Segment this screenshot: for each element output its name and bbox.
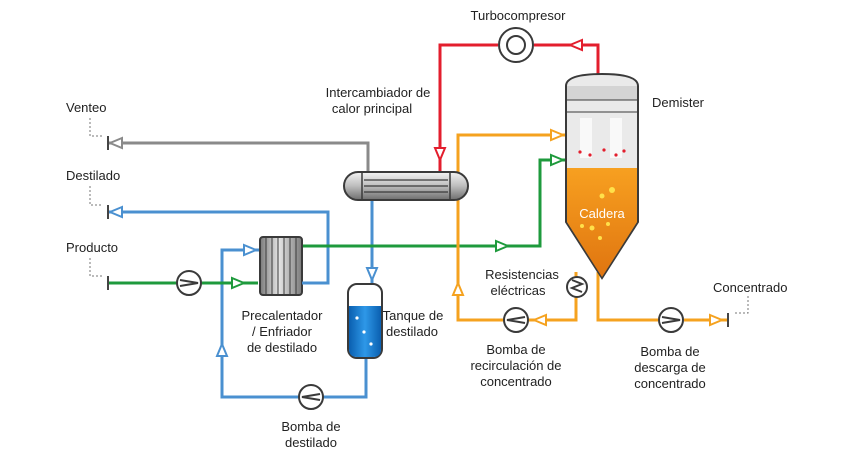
label-intercambiador-1: Intercambiador de: [326, 85, 431, 100]
pump-icon: [176, 270, 202, 296]
flow-arrow: [495, 239, 511, 253]
label-venteo: Venteo: [66, 100, 107, 115]
label-bomba-recirc-1: Bomba de: [486, 342, 545, 357]
label-bomba-recirc-2: recirculación de: [470, 358, 561, 373]
bubble: [609, 187, 615, 193]
label-bomba-dest-2: destilado: [285, 435, 337, 450]
bubble: [598, 236, 602, 240]
flow-arrow: [243, 243, 259, 257]
heater-coil-icon: [566, 276, 588, 298]
label-bomba-dest-1: Bomba de: [281, 419, 340, 434]
bubble: [606, 222, 610, 226]
concentrado-dotted-lead: [734, 296, 749, 314]
flow-arrow: [531, 313, 547, 327]
pump-icon: [298, 384, 324, 410]
evaporator-vessel-icon: [565, 72, 639, 280]
flow-arrow: [215, 341, 229, 357]
flow-arrow: [550, 128, 566, 142]
pump-icon: [658, 307, 684, 333]
droplet: [602, 148, 606, 152]
label-producto: Producto: [66, 240, 118, 255]
label-precalentador-1: Precalentador: [242, 308, 324, 323]
droplet: [578, 150, 582, 154]
distillate-pump-loop-line: [220, 248, 368, 399]
label-destilado: Destilado: [66, 168, 120, 183]
label-resistencias-2: eléctricas: [491, 283, 546, 298]
label-resistencias-1: Resistencias: [485, 267, 559, 282]
producto-dotted-lead: [89, 258, 102, 277]
droplet: [622, 149, 626, 153]
destilado-dotted-lead: [89, 186, 102, 206]
label-precalentador-2: / Enfriador: [252, 324, 313, 339]
droplet: [614, 153, 618, 157]
label-turbocompresor: Turbocompresor: [471, 8, 567, 23]
venteo-line: [108, 141, 370, 172]
pump-icon: [503, 307, 529, 333]
distillate-tank-icon: [347, 283, 383, 359]
label-demister: Demister: [652, 95, 705, 110]
flow-arrow: [567, 38, 583, 52]
vapor-line: [438, 43, 600, 175]
label-intercambiador-2: calor principal: [332, 101, 412, 116]
bubble: [599, 193, 605, 199]
droplet: [588, 153, 592, 157]
destilado-outlet-line: [108, 210, 330, 250]
precalentador-return-line: [302, 250, 330, 285]
flow-arrow: [365, 267, 379, 283]
label-bomba-desc-2: descarga de: [634, 360, 706, 375]
flow-arrow: [451, 280, 465, 296]
compressor-icon: [498, 27, 534, 63]
flow-arrow: [231, 276, 247, 290]
label-concentrado: Concentrado: [713, 280, 787, 295]
label-tanque-2: destilado: [386, 324, 438, 339]
flow-arrow: [433, 147, 447, 163]
flow-arrow: [107, 205, 123, 219]
precalentador-icon: [259, 236, 303, 296]
bubble: [589, 225, 595, 231]
flow-arrow: [107, 136, 123, 150]
label-bomba-desc-1: Bomba de: [640, 344, 699, 359]
venteo-dotted-lead: [89, 118, 102, 137]
label-precalentador-3: de destilado: [247, 340, 317, 355]
label-bomba-desc-3: concentrado: [634, 376, 706, 391]
flow-arrow: [550, 153, 566, 167]
bubble: [580, 224, 584, 228]
label-bomba-recirc-3: concentrado: [480, 374, 552, 389]
heat-exchanger-icon: [343, 171, 469, 201]
flow-arrow: [709, 313, 725, 327]
label-caldera: Caldera: [579, 206, 625, 221]
label-tanque-1: Tanque de: [383, 308, 444, 323]
